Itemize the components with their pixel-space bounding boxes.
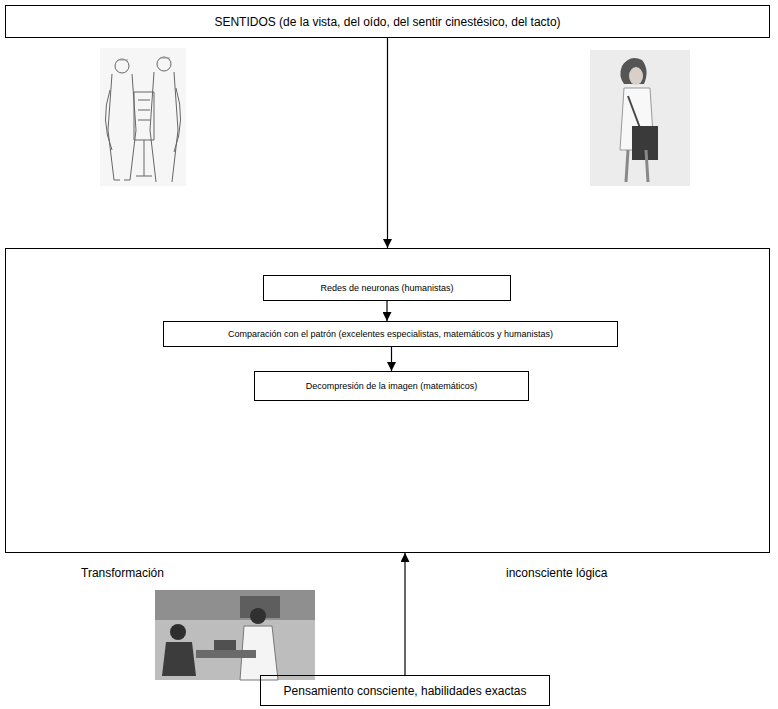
thought-box: Pensamiento consciente, habilidades exac… (260, 675, 550, 706)
photo-ground (590, 50, 690, 186)
photo-face (629, 67, 643, 85)
box-text: Redes de neuronas (humanistas) (320, 283, 453, 293)
flow-arrow (404, 553, 405, 675)
sketch-arm (105, 88, 180, 152)
sketch-head (115, 59, 129, 73)
lab-person-head (250, 608, 266, 624)
photo-legs (626, 150, 648, 182)
lab-table (196, 650, 256, 658)
region-label: inconsciente lógica (506, 566, 607, 580)
process-box: Redes de neuronas (humanistas) (263, 275, 511, 301)
transformation-region: Transformacióninconsciente lógicaRedes d… (5, 248, 770, 553)
lab-wall (155, 590, 315, 620)
photo-hair (620, 58, 646, 84)
sketch-illustration (100, 48, 186, 186)
box-text: SENTIDOS (de la vista, del oído, del sen… (214, 15, 560, 29)
sketch-lines (105, 57, 180, 182)
lab-ground (155, 590, 315, 680)
process-box: Decompresión de la imagen (matemáticos) (254, 371, 529, 401)
flow-arrow (391, 347, 392, 371)
sketch-stand (136, 140, 152, 176)
lab-device (214, 640, 236, 650)
sketch-ground (100, 48, 186, 186)
photo-strap (628, 96, 640, 128)
box-text: Comparación con el patrón (excelentes es… (228, 329, 553, 339)
flow-arrow (387, 38, 388, 248)
lab-person (162, 642, 196, 676)
region-label: Transformación (81, 566, 164, 580)
senses-box: SENTIDOS (de la vista, del oído, del sen… (5, 5, 770, 38)
flow-arrow (386, 301, 387, 321)
sketch-apparatus (134, 92, 154, 140)
box-text: Decompresión de la imagen (matemáticos) (306, 381, 478, 391)
photo-illustration (590, 50, 690, 186)
sketch-head (157, 57, 171, 71)
box-text: Pensamiento consciente, habilidades exac… (284, 684, 527, 698)
lab-photo (155, 590, 315, 680)
lab-person-head (170, 624, 186, 640)
process-box: Comparación con el patrón (excelentes es… (163, 321, 618, 347)
sketch-hair (118, 58, 170, 60)
sketch-figure (108, 74, 136, 180)
